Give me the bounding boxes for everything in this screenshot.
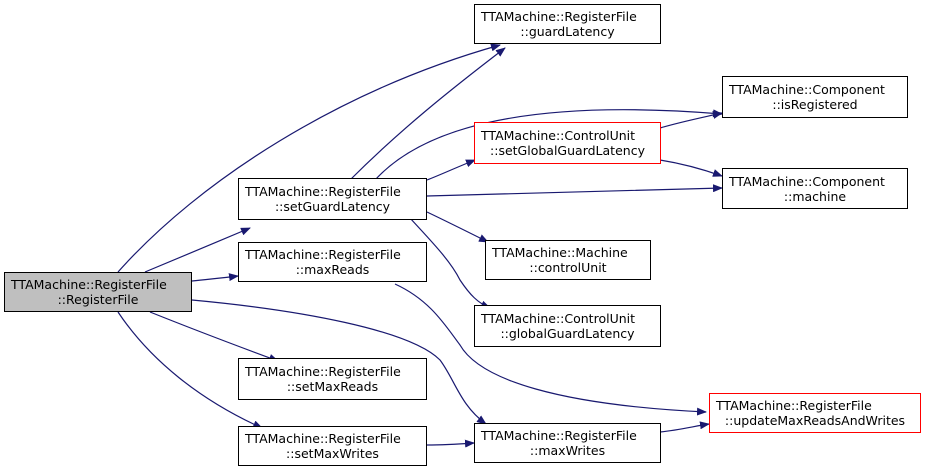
node-machine-line2: ::machine <box>783 188 847 204</box>
node-updatemaxreadsandwrites[interactable]: TTAMachine::RegisterFile ::updateMaxRead… <box>709 393 921 433</box>
node-setglobalguardlatency[interactable]: TTAMachine::ControlUnit ::setGlobalGuard… <box>474 122 661 164</box>
node-setmaxreads-line1: TTAMachine::RegisterFile <box>245 364 401 379</box>
edge-setguardlatency-controlunit <box>426 211 489 243</box>
node-controlunit-line2: ::controlUnit <box>529 260 607 275</box>
edge-setglobalguardlatency-isregistered <box>659 111 723 129</box>
node-registerfile-line1: TTAMachine::RegisterFile <box>11 277 167 292</box>
node-maxreads[interactable]: TTAMachine::RegisterFile ::maxReads <box>238 242 427 282</box>
node-setguardlatency-line2: ::setGuardLatency <box>274 199 391 214</box>
edge-setguardlatency-machine <box>426 184 723 197</box>
node-setmaxreads-line2: ::setMaxReads <box>286 379 379 394</box>
node-setmaxwrites[interactable]: TTAMachine::RegisterFile ::setMaxWrites <box>238 426 427 466</box>
node-setmaxwrites-line2: ::setMaxWrites <box>286 446 379 461</box>
node-setmaxwrites-line1: TTAMachine::RegisterFile <box>245 431 401 446</box>
node-registerfile[interactable]: TTAMachine::RegisterFile ::RegisterFile <box>4 272 192 312</box>
edge-maxreads-updatemaxreadsandwrites <box>394 283 707 416</box>
node-globalguardlatency-line1: TTAMachine::ControlUnit <box>481 311 636 326</box>
node-maxwrites-line1: TTAMachine::RegisterFile <box>481 428 637 443</box>
node-registerfile-line2: ::RegisterFile <box>57 292 139 307</box>
edge-setguardlatency-guardlatency <box>349 47 506 181</box>
edge-registerfile-maxreads <box>191 273 239 282</box>
node-globalguardlatency[interactable]: TTAMachine::ControlUnit ::globalGuardLat… <box>474 305 661 347</box>
node-guardlatency-line1: TTAMachine::RegisterFile <box>481 9 637 24</box>
edge-setmaxwrites-maxwrites <box>426 439 475 448</box>
edge-setguardlatency-globalguardlatency <box>409 217 491 309</box>
edge-registerfile-setmaxwrites <box>117 311 263 429</box>
edge-registerfile-setmaxreads <box>149 311 279 362</box>
node-controlunit[interactable]: TTAMachine::Machine ::controlUnit <box>485 240 651 280</box>
node-maxreads-line1: TTAMachine::RegisterFile <box>245 247 401 262</box>
edge-setglobalguardlatency-machine <box>659 159 723 177</box>
edge-setguardlatency-setglobalguardlatency <box>426 159 476 181</box>
node-setglobalguardlatency-line1: TTAMachine::ControlUnit <box>481 128 636 143</box>
node-globalguardlatency-line2: ::globalGuardLatency <box>500 326 635 341</box>
node-setguardlatency-line1: TTAMachine::RegisterFile <box>245 184 401 199</box>
node-setguardlatency[interactable]: TTAMachine::RegisterFile ::setGuardLaten… <box>238 178 427 220</box>
edge-maxwrites-updatemaxreadsandwrites <box>659 421 710 433</box>
node-guardlatency[interactable]: TTAMachine::RegisterFile ::guardLatency <box>474 4 661 44</box>
node-updatemaxreadsandwrites-line1: TTAMachine::RegisterFile <box>716 398 872 413</box>
node-machine-line1: TTAMachine::Component <box>729 173 885 189</box>
node-updatemaxreadsandwrites-line2: ::updateMaxReadsAndWrites <box>724 413 906 428</box>
edge-setguardlatency-isregistered <box>374 109 723 181</box>
node-isregistered[interactable]: TTAMachine::Component ::isRegistered <box>722 76 908 118</box>
node-maxreads-line2: ::maxReads <box>295 262 370 277</box>
node-setglobalguardlatency-line2: ::setGlobalGuardLatency <box>490 143 645 158</box>
node-setmaxreads[interactable]: TTAMachine::RegisterFile ::setMaxReads <box>238 358 427 400</box>
edge-registerfile-guardlatency <box>117 43 501 273</box>
node-isregistered-line1: TTAMachine::Component <box>729 82 885 97</box>
node-isregistered-line2: ::isRegistered <box>772 97 858 112</box>
node-controlunit-line1: TTAMachine::Machine <box>492 245 628 260</box>
node-guardlatency-line2: ::guardLatency <box>520 24 615 39</box>
edge-registerfile-maxwrites <box>191 299 487 425</box>
node-machine[interactable]: TTAMachine::Component ::machine <box>722 168 908 209</box>
node-maxwrites-line2: ::maxWrites <box>529 443 606 458</box>
node-maxwrites[interactable]: TTAMachine::RegisterFile ::maxWrites <box>474 423 661 463</box>
edge-registerfile-setguardlatency <box>144 227 251 273</box>
